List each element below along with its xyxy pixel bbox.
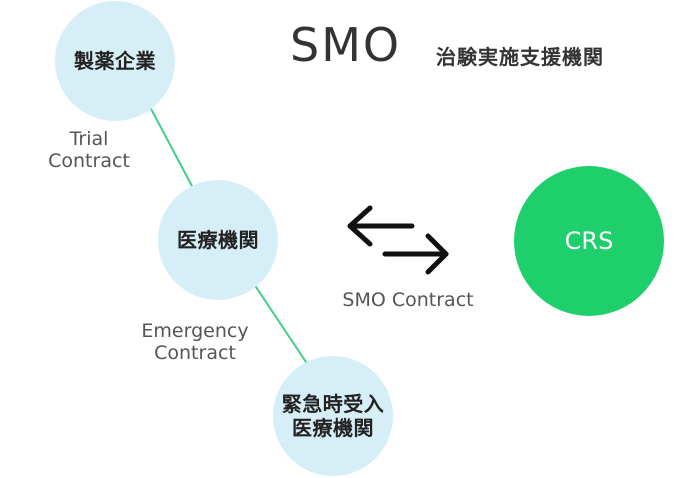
bidirectional-arrow-icon	[347, 205, 449, 275]
trial-contract-label: Trial Contract	[30, 128, 148, 172]
diagram-subtitle: 治験実施支援機関	[436, 45, 604, 69]
crs-label: CRS	[564, 227, 614, 255]
emergency-contract-label-line1: Emergency	[141, 320, 249, 342]
trial-contract-label-line2: Contract	[48, 150, 130, 172]
emergency-contract-label-line2: Contract	[154, 342, 236, 364]
diagram-title: SMO	[290, 18, 402, 72]
smo-contract-label: SMO Contract	[342, 289, 474, 311]
trial-contract-label-line1: Trial	[69, 128, 109, 150]
emergency-institution-node: 緊急時受入 医療機関	[273, 356, 393, 476]
emergency-institution-label-line1: 緊急時受入	[281, 392, 385, 416]
emergency-institution-label: 緊急時受入 医療機関	[282, 392, 385, 440]
emergency-contract-label: Emergency Contract	[120, 320, 270, 364]
medical-institution-label: 医療機関	[177, 228, 259, 252]
pharma-company-node: 製薬企業	[55, 1, 175, 121]
medical-institution-node: 医療機関	[158, 180, 278, 300]
pharma-company-label: 製薬企業	[74, 49, 156, 73]
crs-node: CRS	[514, 166, 664, 316]
emergency-institution-label-line2: 医療機関	[292, 416, 374, 440]
